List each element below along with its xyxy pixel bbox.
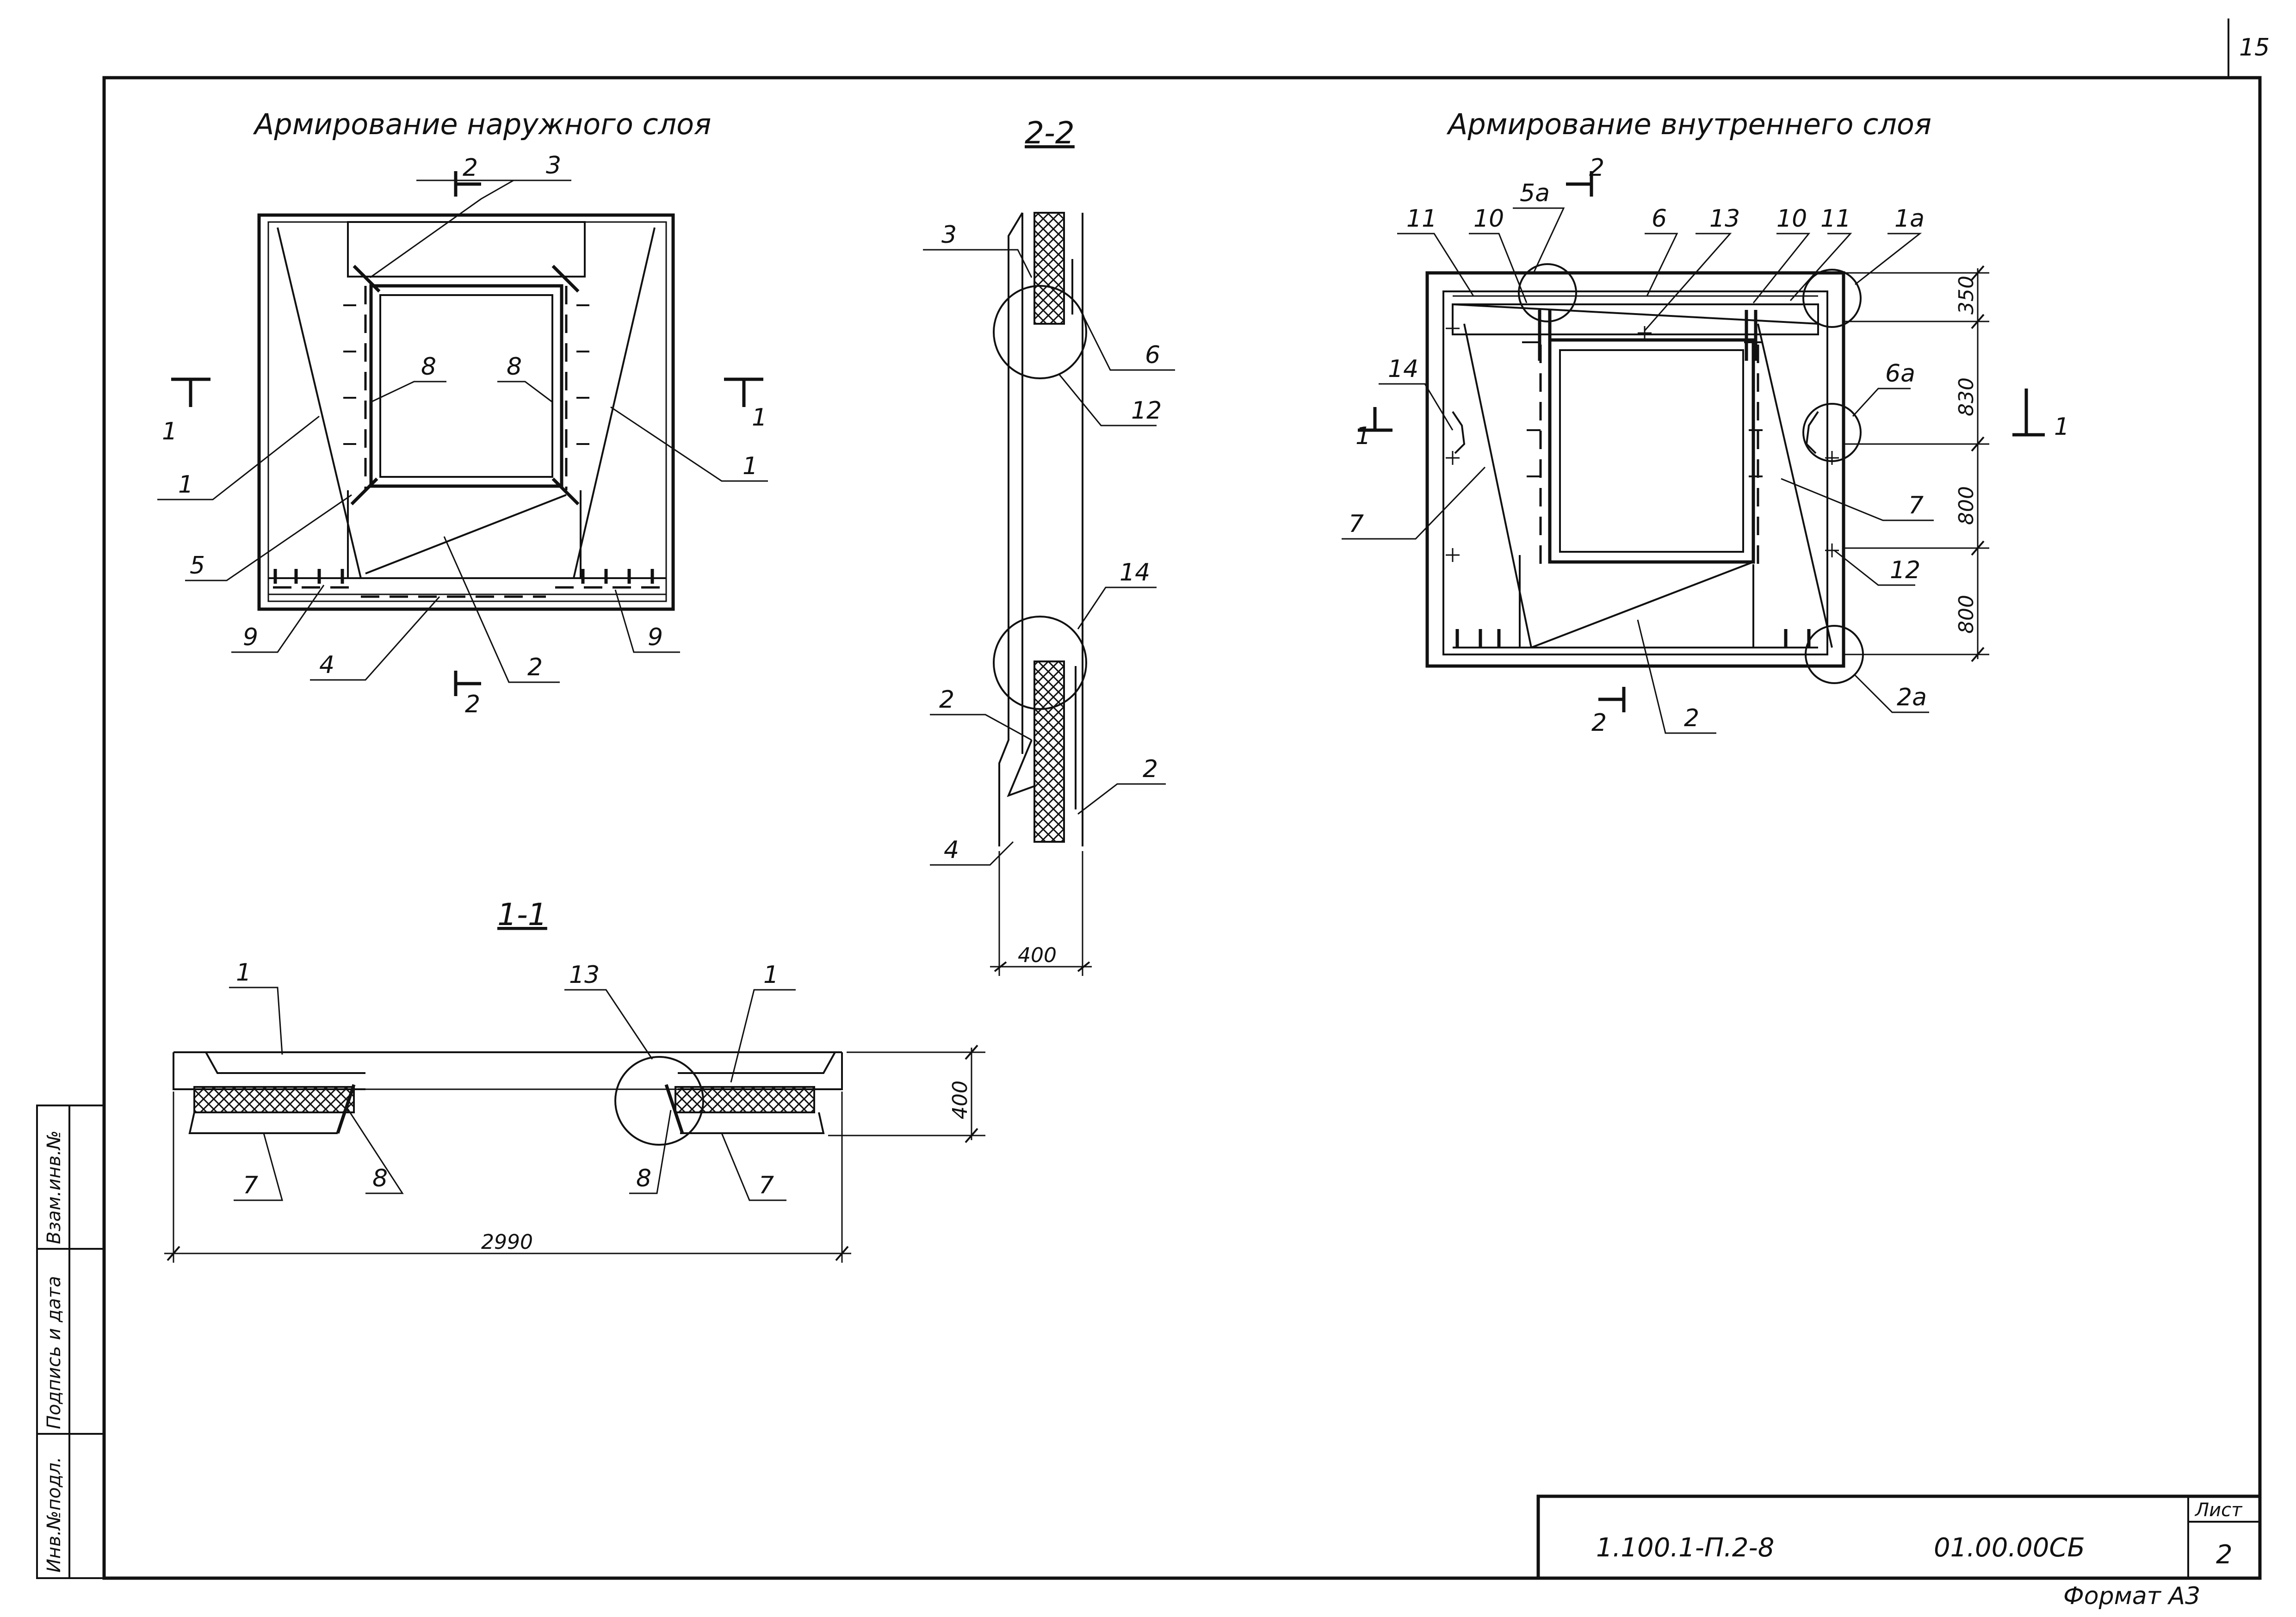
stamp-replace-inv: Взам.инв.№ [43, 1130, 65, 1244]
outer-label-8a: 8 [421, 353, 436, 381]
inner-label-2a: 2а [1897, 684, 1927, 711]
inner-dim-800a: 800 [1955, 486, 1978, 525]
inner-label-14: 14 [1388, 355, 1418, 383]
s22-label-2a: 2 [939, 686, 954, 714]
s11-label-13: 13 [569, 961, 600, 989]
s22-label-2b: 2 [1143, 755, 1158, 783]
outer-label-9a: 9 [243, 623, 258, 651]
sheet-corner-number: 15 [2239, 34, 2270, 62]
sheet-frame: 15 [102, 19, 2270, 1580]
inner-cut-left: 1 [1355, 422, 1371, 450]
s11-dim-2990: 2990 [481, 1230, 533, 1254]
s22-label-3: 3 [941, 221, 957, 249]
s11-label-7a: 7 [243, 1172, 258, 1199]
inner-label-6: 6 [1652, 205, 1667, 233]
outer-label-1b: 1 [743, 452, 758, 480]
view-section-1-1: 1-1 1 13 1 7 8 8 7 400 2990 [164, 897, 985, 1263]
outer-label-5: 5 [190, 552, 205, 580]
title-doc: 01.00.00СБ [1934, 1533, 2085, 1563]
stamp-inv-orig: Инв.№подл. [43, 1457, 65, 1573]
s11-label-8a: 8 [372, 1165, 388, 1192]
stamp-strip: Взам.инв.№ Подпись и дата Инв.№подл. [36, 1105, 105, 1579]
view-inner-layer: Армирование внутреннего слоя 2 2 1 [1342, 107, 2069, 737]
s22-label-12: 12 [1131, 397, 1162, 425]
outer-cut-bottom: 2 [465, 691, 480, 718]
inner-label-11b: 11 [1820, 205, 1851, 233]
inner-title: Армирование внутреннего слоя [1446, 107, 1931, 141]
view-outer-layer: Армирование наружного слоя 2 2 1 1 3 8 [157, 107, 768, 718]
inner-label-1a: 1а [1894, 205, 1925, 233]
inner-label-11a: 11 [1406, 205, 1437, 233]
section22-title: 2-2 [1025, 115, 1075, 151]
title-sheet-number: 2 [2216, 1540, 2233, 1570]
inner-label-7a: 7 [1349, 510, 1364, 538]
inner-label-2: 2 [1684, 704, 1699, 732]
outer-label-1a: 1 [178, 471, 193, 499]
s22-label-4: 4 [944, 836, 959, 864]
title-code: 1.100.1-П.2-8 [1596, 1533, 1774, 1563]
inner-dim-800b: 800 [1955, 595, 1978, 634]
inner-dim-830: 830 [1955, 377, 1978, 416]
inner-cut-right: 1 [2054, 413, 2069, 441]
inner-cut-bottom: 2 [1591, 709, 1607, 737]
title-sheet-label: Лист [2194, 1500, 2243, 1521]
outer-label-8b: 8 [507, 353, 522, 381]
outer-label-9b: 9 [648, 623, 663, 651]
inner-label-7b: 7 [1908, 492, 1924, 519]
outer-cut-top: 2 [463, 154, 478, 182]
s22-label-6: 6 [1145, 341, 1160, 369]
outer-label-3: 3 [546, 152, 561, 179]
section11-title: 1-1 [497, 897, 547, 932]
inner-label-12: 12 [1890, 556, 1920, 584]
inner-label-13: 13 [1709, 205, 1740, 233]
s22-label-14: 14 [1120, 559, 1150, 586]
outer-cut-right: 1 [752, 404, 767, 432]
inner-cut-top: 2 [1589, 154, 1604, 182]
inner-label-6a: 6а [1885, 360, 1915, 388]
outer-label-2: 2 [527, 654, 543, 681]
outer-title: Армирование наружного слоя [253, 107, 711, 141]
title-block: 1.100.1-П.2-8 01.00.00СБ Лист 2 Формат А… [1536, 1494, 2262, 1610]
s22-dim-400: 400 [1018, 944, 1057, 967]
view-section-2-2: 2-2 3 6 12 14 2 2 4 400 [923, 115, 1175, 976]
inner-label-10a: 10 [1473, 205, 1504, 233]
s11-label-8b: 8 [636, 1165, 651, 1192]
inner-label-10b: 10 [1776, 205, 1807, 233]
s11-dim-400: 400 [948, 1080, 972, 1119]
inner-label-5a: 5а [1520, 179, 1550, 207]
stamp-signature-date: Подпись и дата [43, 1276, 65, 1429]
outer-label-4: 4 [319, 651, 334, 679]
s11-label-1a: 1 [236, 959, 251, 987]
title-format: Формат А3 [2063, 1582, 2200, 1610]
s11-label-7b: 7 [759, 1172, 774, 1199]
s11-label-1b: 1 [763, 961, 779, 989]
inner-dim-350: 350 [1955, 276, 1978, 315]
outer-cut-left: 1 [162, 418, 177, 445]
